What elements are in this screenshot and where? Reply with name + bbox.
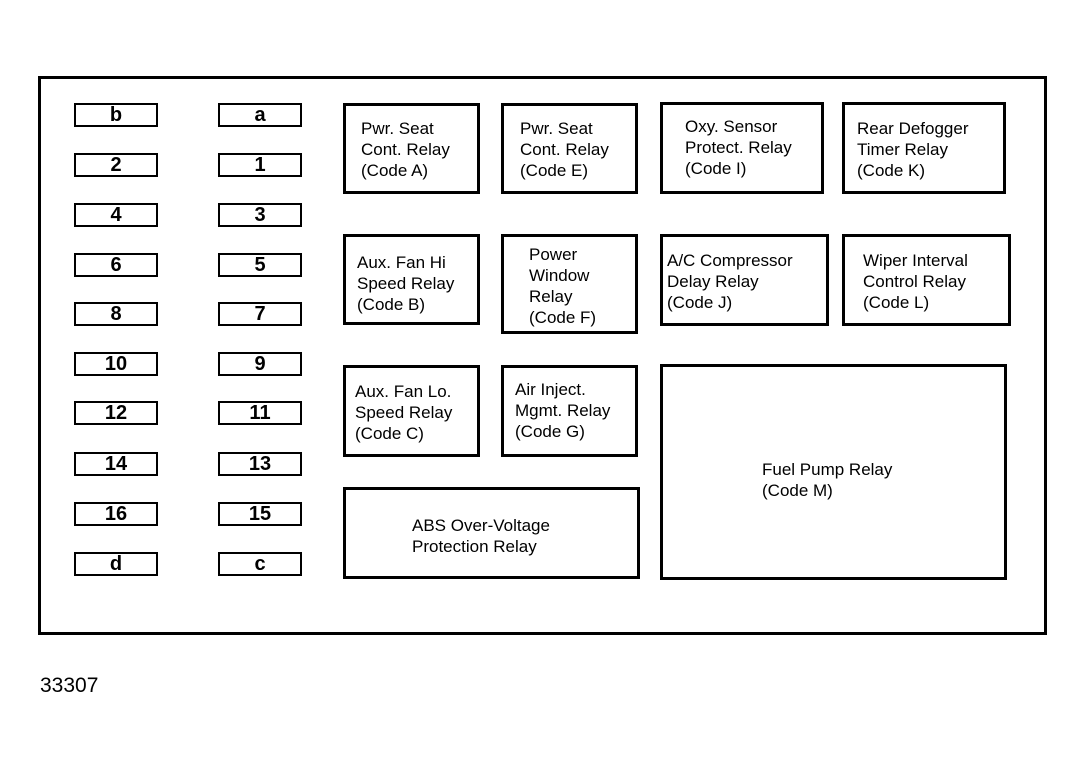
- relay-label: Aux. Fan Lo. Speed Relay (Code C): [355, 382, 453, 443]
- fuse-b: b: [74, 103, 158, 127]
- relay-oxy-sensor-code-i: Oxy. Sensor Protect. Relay (Code I): [660, 102, 824, 194]
- relay-rear-defogger-code-k: Rear Defogger Timer Relay (Code K): [842, 102, 1006, 194]
- fuse-a: a: [218, 103, 302, 127]
- fuse-9: 9: [218, 352, 302, 376]
- fuse-10: 10: [74, 352, 158, 376]
- fuse-d: d: [74, 552, 158, 576]
- relay-abs-over-voltage: ABS Over-Voltage Protection Relay: [343, 487, 640, 579]
- relay-ac-compressor-code-j: A/C Compressor Delay Relay (Code J): [660, 234, 829, 326]
- relay-air-inject-code-g: Air Inject. Mgmt. Relay (Code G): [501, 365, 638, 457]
- relay-power-window-code-f: Power Window Relay (Code F): [501, 234, 638, 334]
- relay-label: Pwr. Seat Cont. Relay (Code E): [520, 119, 609, 180]
- fuse-relay-panel: [38, 76, 1047, 635]
- fuse-14: 14: [74, 452, 158, 476]
- relay-label: Aux. Fan Hi Speed Relay (Code B): [357, 253, 455, 314]
- fuse-1: 1: [218, 153, 302, 177]
- relay-fuel-pump-code-m: Fuel Pump Relay (Code M): [660, 364, 1007, 580]
- fuse-7: 7: [218, 302, 302, 326]
- fuse-16: 16: [74, 502, 158, 526]
- relay-label: Power Window Relay (Code F): [529, 245, 597, 327]
- fuse-6: 6: [74, 253, 158, 277]
- fuse-4: 4: [74, 203, 158, 227]
- fuse-5: 5: [218, 253, 302, 277]
- fuse-c: c: [218, 552, 302, 576]
- relay-aux-fan-hi-code-b: Aux. Fan Hi Speed Relay (Code B): [343, 234, 480, 325]
- relay-label: Wiper Interval Control Relay (Code L): [863, 251, 968, 312]
- relay-pwr-seat-code-a: Pwr. Seat Cont. Relay (Code A): [343, 103, 480, 194]
- relay-aux-fan-lo-code-c: Aux. Fan Lo. Speed Relay (Code C): [343, 365, 480, 457]
- fuse-11: 11: [218, 401, 302, 425]
- relay-wiper-interval-code-l: Wiper Interval Control Relay (Code L): [842, 234, 1011, 326]
- fuse-3: 3: [218, 203, 302, 227]
- relay-label: A/C Compressor Delay Relay (Code J): [667, 251, 793, 312]
- relay-label: Pwr. Seat Cont. Relay (Code A): [361, 119, 450, 180]
- relay-label: ABS Over-Voltage Protection Relay: [412, 516, 550, 556]
- fuse-13: 13: [218, 452, 302, 476]
- figure-number: 33307: [40, 674, 99, 697]
- fuse-8: 8: [74, 302, 158, 326]
- fuse-12: 12: [74, 401, 158, 425]
- relay-label: Air Inject. Mgmt. Relay (Code G): [515, 380, 611, 441]
- relay-label: Oxy. Sensor Protect. Relay (Code I): [685, 117, 792, 178]
- relay-pwr-seat-code-e: Pwr. Seat Cont. Relay (Code E): [501, 103, 638, 194]
- relay-label: Fuel Pump Relay (Code M): [762, 460, 893, 500]
- fuse-15: 15: [218, 502, 302, 526]
- fuse-2: 2: [74, 153, 158, 177]
- relay-label: Rear Defogger Timer Relay (Code K): [857, 119, 969, 180]
